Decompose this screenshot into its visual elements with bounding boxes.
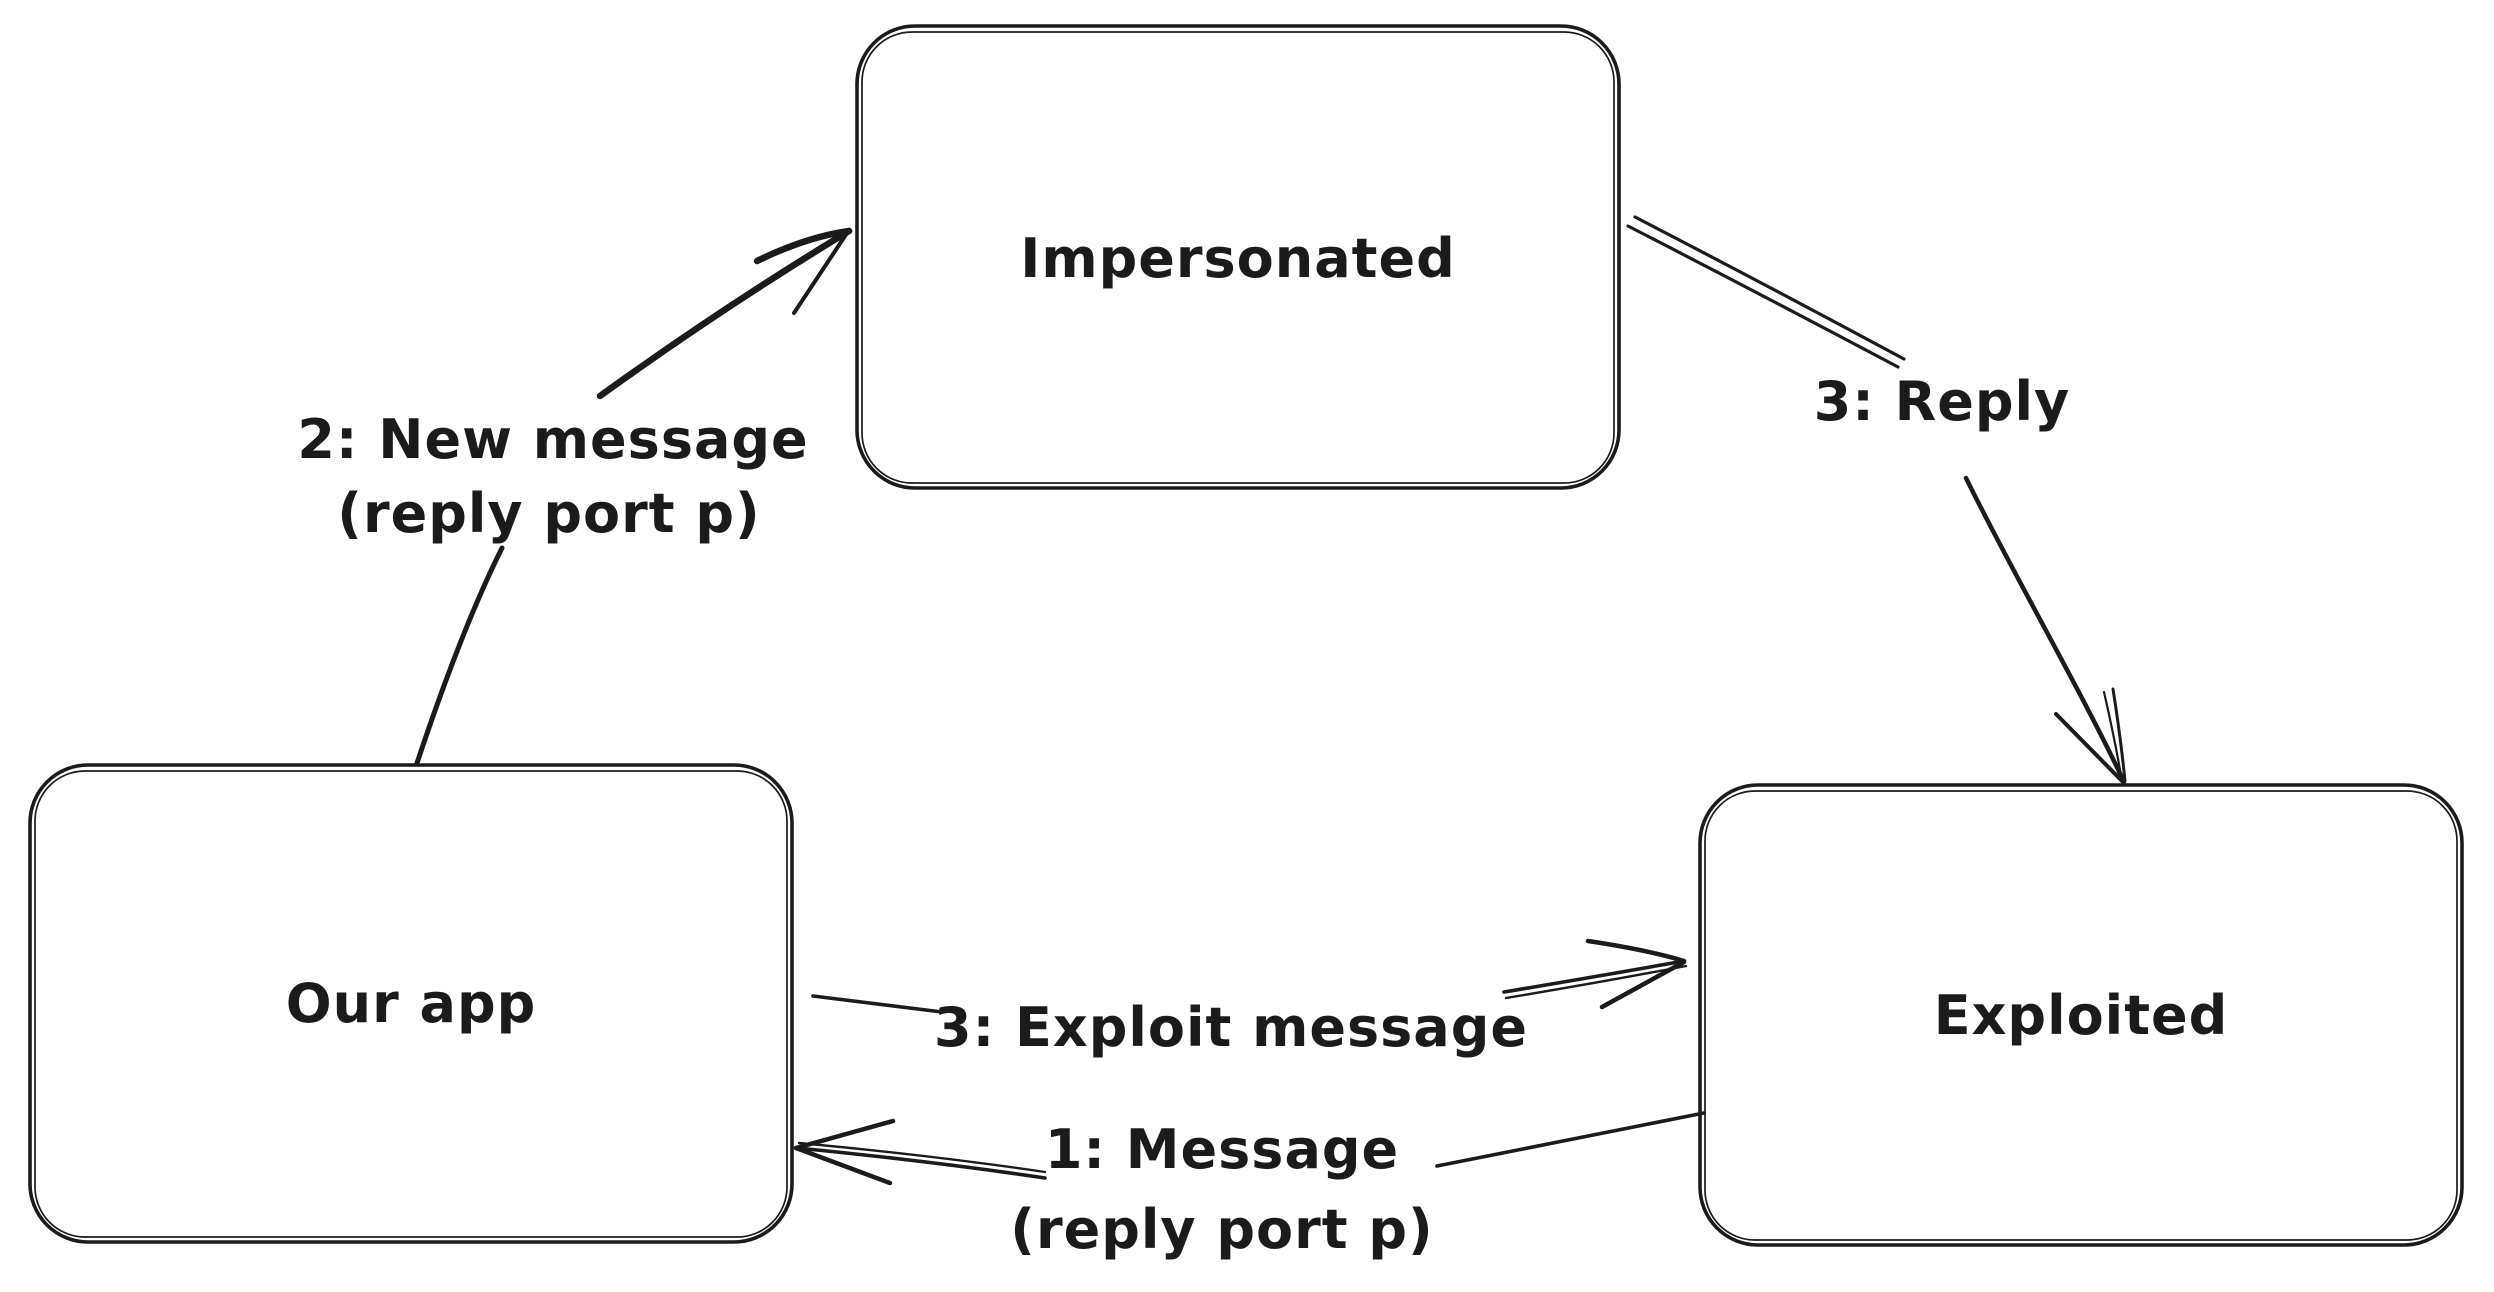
edge-exploit-message-arrowhead-barb-upper xyxy=(1585,938,1687,964)
node-our-app-box-sketch-stroke xyxy=(34,770,788,1238)
node-impersonated-box-sketch-stroke xyxy=(861,31,1615,484)
edge-new-message-arrowhead-barb-upper xyxy=(753,227,853,265)
edge-new-message-segment-lower xyxy=(414,545,505,766)
edge-new-message-arrowhead-barb-lower xyxy=(792,231,849,315)
edge-reply-arrowhead-barb-left xyxy=(2054,712,2125,784)
node-impersonated-box xyxy=(855,24,1621,490)
edge-message-label-line1: 1: Message xyxy=(1045,1118,1399,1181)
edge-reply-label-line1: 3: Reply xyxy=(1814,370,2071,433)
edge-exploit-message-label-line1: 3: Exploit message xyxy=(934,996,1528,1059)
edge-message: 1: Message (reply port p) xyxy=(793,1111,1706,1261)
edge-reply-arrowhead-barb-right-sketch-stroke xyxy=(2102,690,2124,783)
edge-reply-arrowhead-barb-right xyxy=(2111,687,2127,783)
node-exploited-box-sketch-stroke xyxy=(1704,790,2458,1241)
edge-reply-segment-lower xyxy=(1963,475,2127,785)
node-impersonated: Impersonated xyxy=(855,24,1621,490)
node-exploited: Exploited xyxy=(1698,783,2464,1247)
edge-reply: 3: Reply xyxy=(1626,215,2127,785)
node-exploited-box xyxy=(1698,783,2464,1247)
edge-reply-segment-upper xyxy=(1626,224,1900,369)
edge-message-arrowhead-barb-upper xyxy=(793,1118,896,1151)
node-impersonated-label: Impersonated xyxy=(1020,227,1455,290)
node-our-app-label: Our app xyxy=(286,972,537,1035)
edge-exploit-message-arrowhead-barb-lower xyxy=(1599,959,1687,1010)
edge-new-message-segment-upper xyxy=(596,227,853,400)
edge-reply-segment-upper-sketch-stroke xyxy=(1633,215,1906,361)
edge-exploit-message-segment-right-sketch-stroke xyxy=(1504,964,1688,1000)
edge-exploit-message-segment-left xyxy=(811,994,944,1014)
edge-new-message-label-line1: 2: New message xyxy=(297,408,808,471)
edge-message-arrowhead-barb-lower xyxy=(793,1145,893,1186)
edge-new-message-label-line2: (reply port p) xyxy=(337,482,760,545)
edge-message-label-line2: (reply port p) xyxy=(1010,1198,1433,1261)
edge-message-segment-right xyxy=(1435,1111,1706,1168)
node-exploited-label: Exploited xyxy=(1934,984,2229,1047)
edge-message-segment-left xyxy=(795,1146,1047,1180)
node-our-app-box xyxy=(28,763,794,1244)
edge-new-message: 2: New message (reply port p) xyxy=(297,227,853,766)
node-our-app: Our app xyxy=(28,763,794,1244)
edge-message-segment-left-sketch-stroke xyxy=(797,1141,1047,1174)
edge-exploit-message-segment-right xyxy=(1502,959,1686,994)
edge-exploit-message: 3: Exploit message xyxy=(811,938,1688,1059)
